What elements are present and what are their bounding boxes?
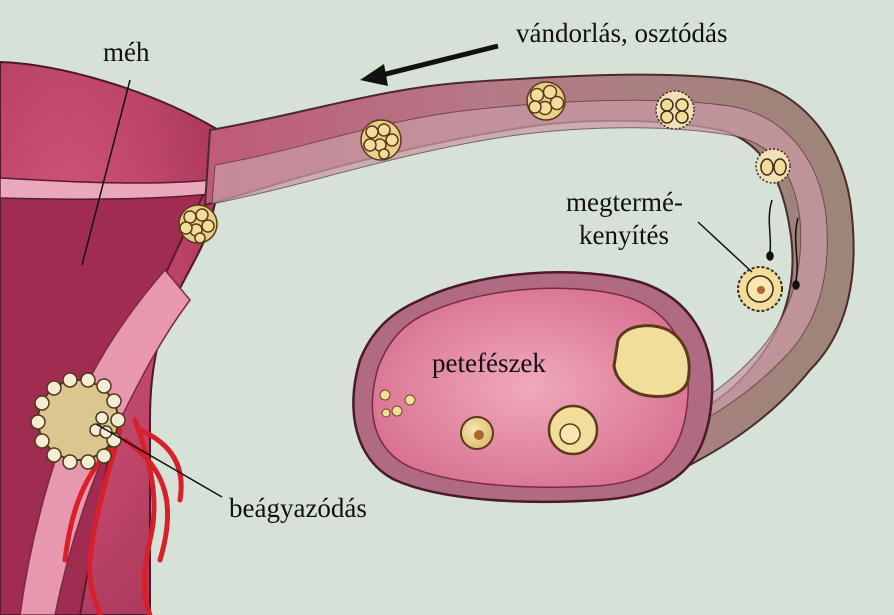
cleaving-embryo — [656, 91, 694, 129]
label-migration: vándorlás, osztódás — [516, 18, 727, 48]
label-fertilization-line1: megtermé- — [566, 187, 683, 217]
ovary — [353, 272, 712, 501]
morula — [361, 120, 401, 160]
developing-follicle-core — [560, 424, 580, 444]
primordial-follicle — [382, 409, 390, 417]
primordial-follicle — [380, 390, 390, 400]
primordial-follicle — [405, 395, 415, 405]
mature-follicle — [614, 326, 689, 397]
primordial-follicle — [392, 406, 402, 416]
morula — [527, 82, 565, 120]
label-fertilization-line2: kenyítés — [579, 220, 669, 250]
label-uterus: méh — [103, 37, 150, 67]
label-ovary: petefészek — [432, 348, 546, 378]
label-implantation: beágyazódás — [229, 493, 367, 523]
primary-follicle-nucleus — [474, 430, 484, 440]
two-cell-embryo — [756, 149, 790, 183]
morula — [179, 205, 217, 243]
fertilized-egg — [738, 267, 782, 311]
